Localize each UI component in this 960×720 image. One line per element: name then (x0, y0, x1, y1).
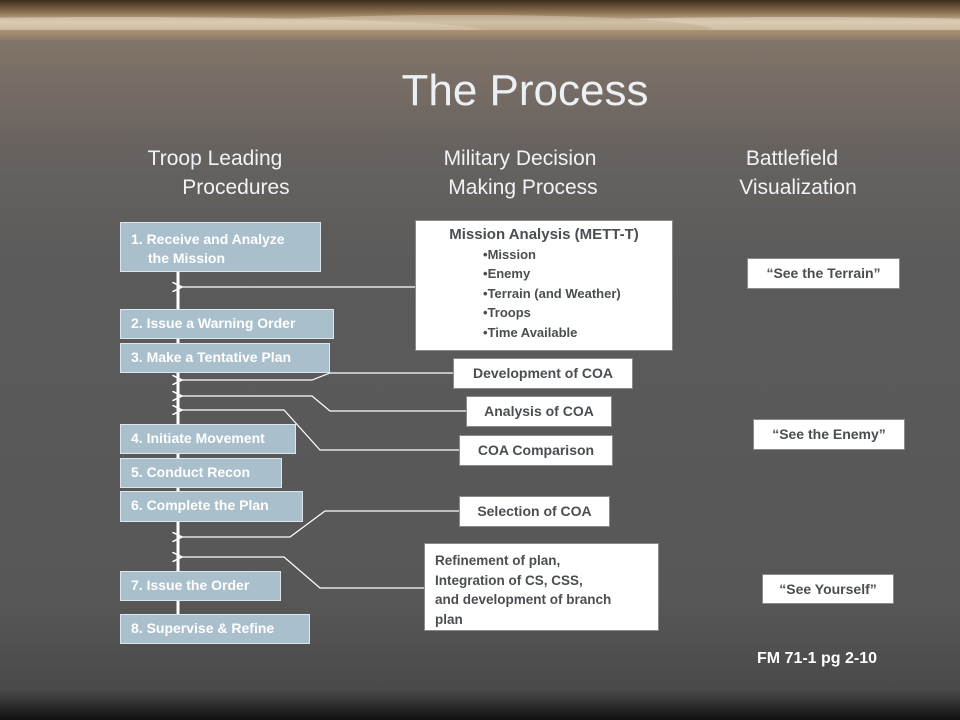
tlp-step-3: 3. Make a Tentative Plan (120, 343, 330, 373)
tlp-step-8: 8. Supervise & Refine (120, 614, 310, 644)
reference-citation: FM 71-1 pg 2-10 (757, 650, 878, 667)
tlp-step-4: 4. Initiate Movement (120, 424, 296, 454)
see-yourself-box: “See Yourself” (762, 574, 894, 604)
mdmp-column-heading: Military Decision Making Process (405, 144, 635, 202)
link-selection-coa (182, 510, 459, 537)
link-analysis-coa (182, 396, 466, 412)
selection-of-coa-box: Selection of COA (459, 496, 610, 527)
tlp-column-heading: Troop Leading Procedures (120, 144, 310, 202)
mett-t-item: Troops (483, 303, 662, 322)
tlp-heading-line2: Procedures (182, 176, 290, 199)
tlp-step-1: 1. Receive and Analyze the Mission (120, 222, 321, 272)
tlp-step-1-line2: the Mission (148, 250, 226, 266)
link-refinement (182, 557, 424, 589)
refinement-line: Refinement of plan, (435, 553, 561, 568)
page-title: The Process (401, 66, 649, 115)
bv-column-heading: Battlefield Visualization (718, 144, 878, 202)
header-banner (0, 0, 960, 40)
refinement-line: Integration of CS, CSS, (435, 572, 583, 588)
tlp-step-7: 7. Issue the Order (120, 571, 281, 601)
tlp-step-6: 6. Complete the Plan (120, 491, 303, 522)
coa-comparison-box: COA Comparison (459, 435, 613, 466)
mett-t-item: Terrain (and Weather) (483, 284, 662, 303)
tlp-step-2: 2. Issue a Warning Order (120, 309, 334, 339)
development-of-coa-box: Development of COA (453, 358, 633, 389)
refinement-line: and development of branch (435, 592, 612, 607)
tlp-step-5: 5. Conduct Recon (120, 458, 282, 488)
mett-t-item: Time Available (483, 323, 662, 342)
mett-t-list: Mission Enemy Terrain (and Weather) Troo… (426, 245, 662, 342)
refinement-line: plan (435, 611, 463, 627)
see-terrain-box: “See the Terrain” (747, 258, 900, 289)
mission-analysis-box: Mission Analysis (METT-T) Mission Enemy … (415, 220, 673, 351)
mdmp-heading-line2: Making Process (448, 176, 598, 199)
mett-t-item: Enemy (483, 264, 662, 283)
link-coa-comparison (182, 410, 459, 451)
mdmp-heading-line1: Military Decision (443, 147, 597, 170)
mett-t-item: Mission (483, 245, 662, 264)
tlp-step-1-line1: 1. Receive and Analyze (131, 231, 285, 247)
analysis-of-coa-box: Analysis of COA (466, 396, 612, 427)
bv-heading-line2: Visualization (739, 176, 857, 199)
tlp-heading-line1: Troop Leading (147, 147, 283, 170)
mission-analysis-heading: Mission Analysis (METT-T) (449, 226, 639, 243)
refinement-box: Refinement of plan, Integration of CS, C… (424, 543, 659, 631)
bv-heading-line1: Battlefield (745, 147, 839, 170)
banner-mountains (0, 0, 960, 30)
link-development-coa (182, 372, 453, 380)
see-enemy-box: “See the Enemy” (753, 419, 905, 450)
